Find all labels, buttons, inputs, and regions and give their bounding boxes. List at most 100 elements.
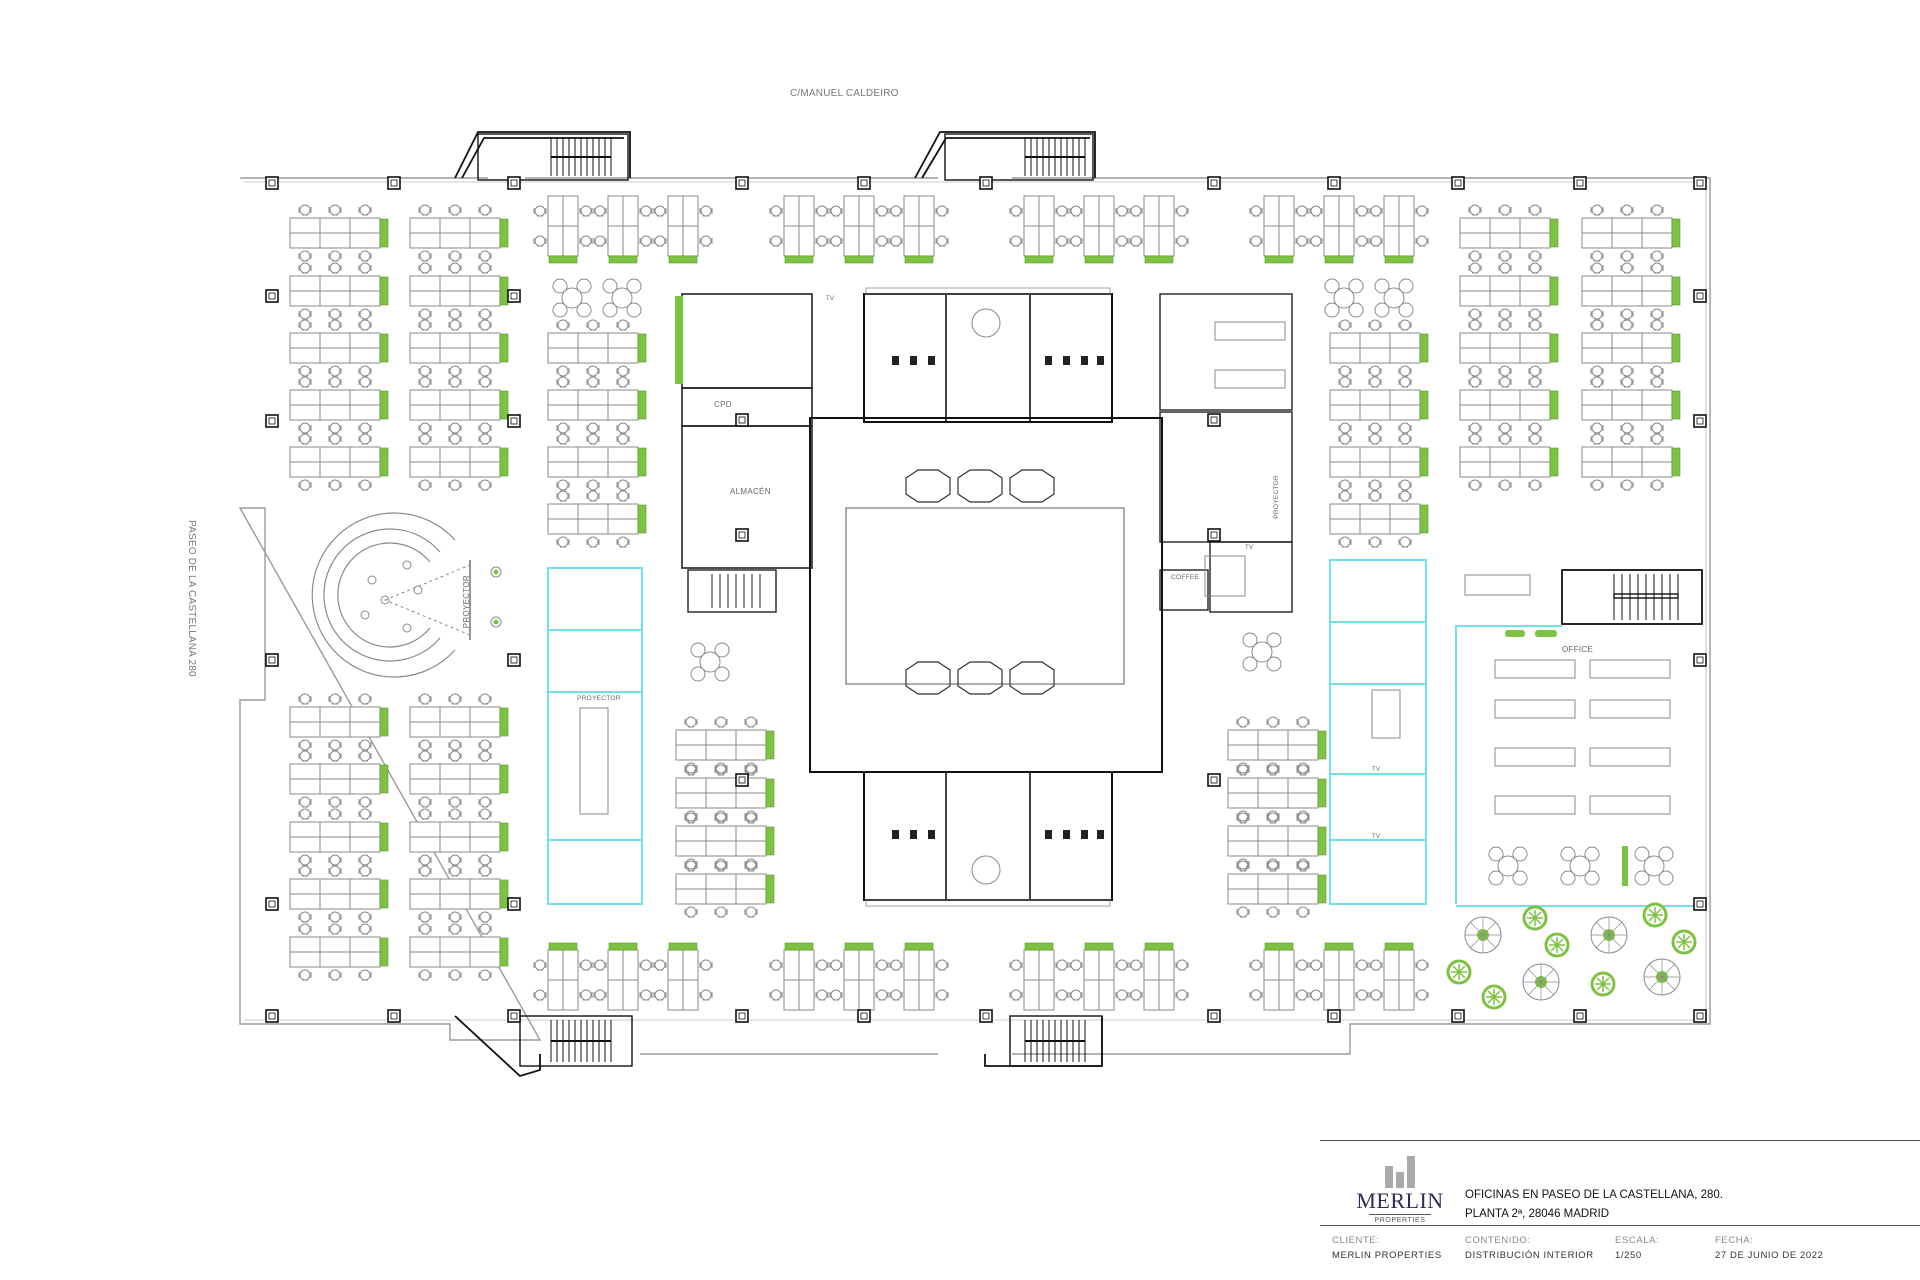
logo-sub: PROPERTIES bbox=[1374, 1217, 1426, 1224]
building-envelope bbox=[238, 177, 1711, 1055]
workstation-pod bbox=[890, 943, 948, 1010]
column bbox=[1207, 773, 1221, 787]
workstation-bench bbox=[1582, 377, 1680, 433]
workstation-bench bbox=[410, 694, 508, 750]
escala-label: ESCALA: bbox=[1615, 1235, 1660, 1246]
column bbox=[1207, 176, 1221, 190]
glass-partitions bbox=[547, 559, 1706, 907]
workstation-pod bbox=[534, 196, 592, 263]
workstation-pod bbox=[770, 196, 828, 263]
room-label-almacen: ALMACÉN bbox=[730, 487, 771, 496]
column bbox=[265, 897, 279, 911]
logo-rule bbox=[1369, 1214, 1431, 1215]
workstation-bench bbox=[290, 377, 388, 433]
workstation-bench bbox=[290, 263, 388, 319]
workstation-bench bbox=[1582, 434, 1680, 490]
column bbox=[857, 176, 871, 190]
field-escala: ESCALA: 1/250 bbox=[1615, 1235, 1659, 1261]
column bbox=[1573, 1009, 1587, 1023]
workstation-bench bbox=[410, 751, 508, 807]
planter-lounge bbox=[675, 296, 683, 384]
logo-name: MERLIN bbox=[1356, 1188, 1444, 1213]
street-label-top: C/MANUEL CALDEIRO bbox=[790, 88, 899, 99]
workstation-bench bbox=[410, 263, 508, 319]
field-cliente: CLIENTE: MERLIN PROPERTIES bbox=[1332, 1235, 1442, 1261]
column bbox=[1451, 1009, 1465, 1023]
column bbox=[265, 1009, 279, 1023]
workstation-bench bbox=[410, 924, 508, 980]
column bbox=[265, 289, 279, 303]
project-title: OFICINAS EN PASEO DE LA CASTELLANA, 280.… bbox=[1465, 1186, 1723, 1224]
column bbox=[735, 528, 749, 542]
workstation-pod bbox=[770, 943, 828, 1010]
workstation-pod bbox=[1130, 943, 1188, 1010]
column bbox=[265, 176, 279, 190]
workstation-bench bbox=[290, 694, 388, 750]
column bbox=[735, 176, 749, 190]
project-line-2: PLANTA 2ª, 28046 MADRID bbox=[1465, 1208, 1610, 1220]
column bbox=[1573, 176, 1587, 190]
workstation-pod bbox=[1070, 943, 1128, 1010]
fecha-label: FECHA: bbox=[1715, 1235, 1754, 1246]
fecha-value: 27 DE JUNIO DE 2022 bbox=[1715, 1250, 1824, 1261]
field-fecha: FECHA: 27 DE JUNIO DE 2022 bbox=[1715, 1235, 1824, 1261]
column bbox=[1693, 414, 1707, 428]
column bbox=[1693, 897, 1707, 911]
contenido-label: CONTENIDO: bbox=[1465, 1235, 1531, 1246]
column bbox=[387, 176, 401, 190]
workstation-pod bbox=[654, 196, 712, 263]
room-label-proyector-meeting: PROYECTOR bbox=[577, 695, 621, 702]
workstation-bench bbox=[1460, 377, 1558, 433]
cliente-value: MERLIN PROPERTIES bbox=[1332, 1250, 1442, 1261]
column bbox=[1693, 289, 1707, 303]
stair-right bbox=[1561, 569, 1703, 625]
column bbox=[735, 413, 749, 427]
workstation-bench bbox=[548, 491, 646, 547]
workstation-bench bbox=[548, 434, 646, 490]
workstation-bench bbox=[290, 924, 388, 980]
street-label-left: PASEO DE LA CASTELLANA 280 bbox=[186, 520, 197, 677]
workstation-pod bbox=[1010, 943, 1068, 1010]
workstation-bench bbox=[290, 751, 388, 807]
workstation-pod bbox=[1010, 196, 1068, 263]
column bbox=[265, 414, 279, 428]
workstation-bench bbox=[1330, 491, 1428, 547]
escala-value: 1/250 bbox=[1615, 1250, 1642, 1261]
column bbox=[1693, 176, 1707, 190]
field-contenido: CONTENIDO: DISTRIBUCIÓN INTERIOR bbox=[1465, 1235, 1594, 1261]
workstation-bench bbox=[1460, 263, 1558, 319]
room-label-cpd: CPD bbox=[714, 400, 732, 409]
column bbox=[1207, 1009, 1221, 1023]
office-lounge-tables bbox=[1488, 846, 1674, 886]
workstation-pod bbox=[830, 943, 888, 1010]
workstation-pod bbox=[1250, 196, 1308, 263]
title-block-top-rule bbox=[1320, 1140, 1920, 1141]
room-label-tv-4: TV bbox=[1372, 834, 1381, 840]
workstation-pod bbox=[890, 196, 948, 263]
room-label-tv-2: TV bbox=[1245, 545, 1254, 551]
column bbox=[507, 289, 521, 303]
column bbox=[507, 176, 521, 190]
office-cafeteria bbox=[1464, 574, 1671, 815]
column bbox=[857, 1009, 871, 1023]
title-block: MERLIN PROPERTIES OFICINAS EN PASEO DE L… bbox=[1320, 1140, 1920, 1280]
workstation-pod bbox=[654, 943, 712, 1010]
stair-top-left bbox=[454, 131, 631, 181]
stair-bottom-middle bbox=[984, 1015, 1103, 1067]
room-label-coffee: COFFEE bbox=[1171, 574, 1200, 581]
workstation-bench bbox=[548, 377, 646, 433]
column bbox=[979, 176, 993, 190]
workstation-pod bbox=[1250, 943, 1308, 1010]
workstation-pod bbox=[1130, 196, 1188, 263]
workstation-bench bbox=[1460, 320, 1558, 376]
workstation-bench bbox=[410, 377, 508, 433]
workstation-bench bbox=[1582, 205, 1680, 261]
workstation-pod bbox=[534, 943, 592, 1010]
column bbox=[1207, 413, 1221, 427]
workstation-bench bbox=[1330, 377, 1428, 433]
column bbox=[735, 1009, 749, 1023]
workstation-bench bbox=[410, 434, 508, 490]
column bbox=[979, 1009, 993, 1023]
workstation-pod bbox=[1370, 196, 1428, 263]
